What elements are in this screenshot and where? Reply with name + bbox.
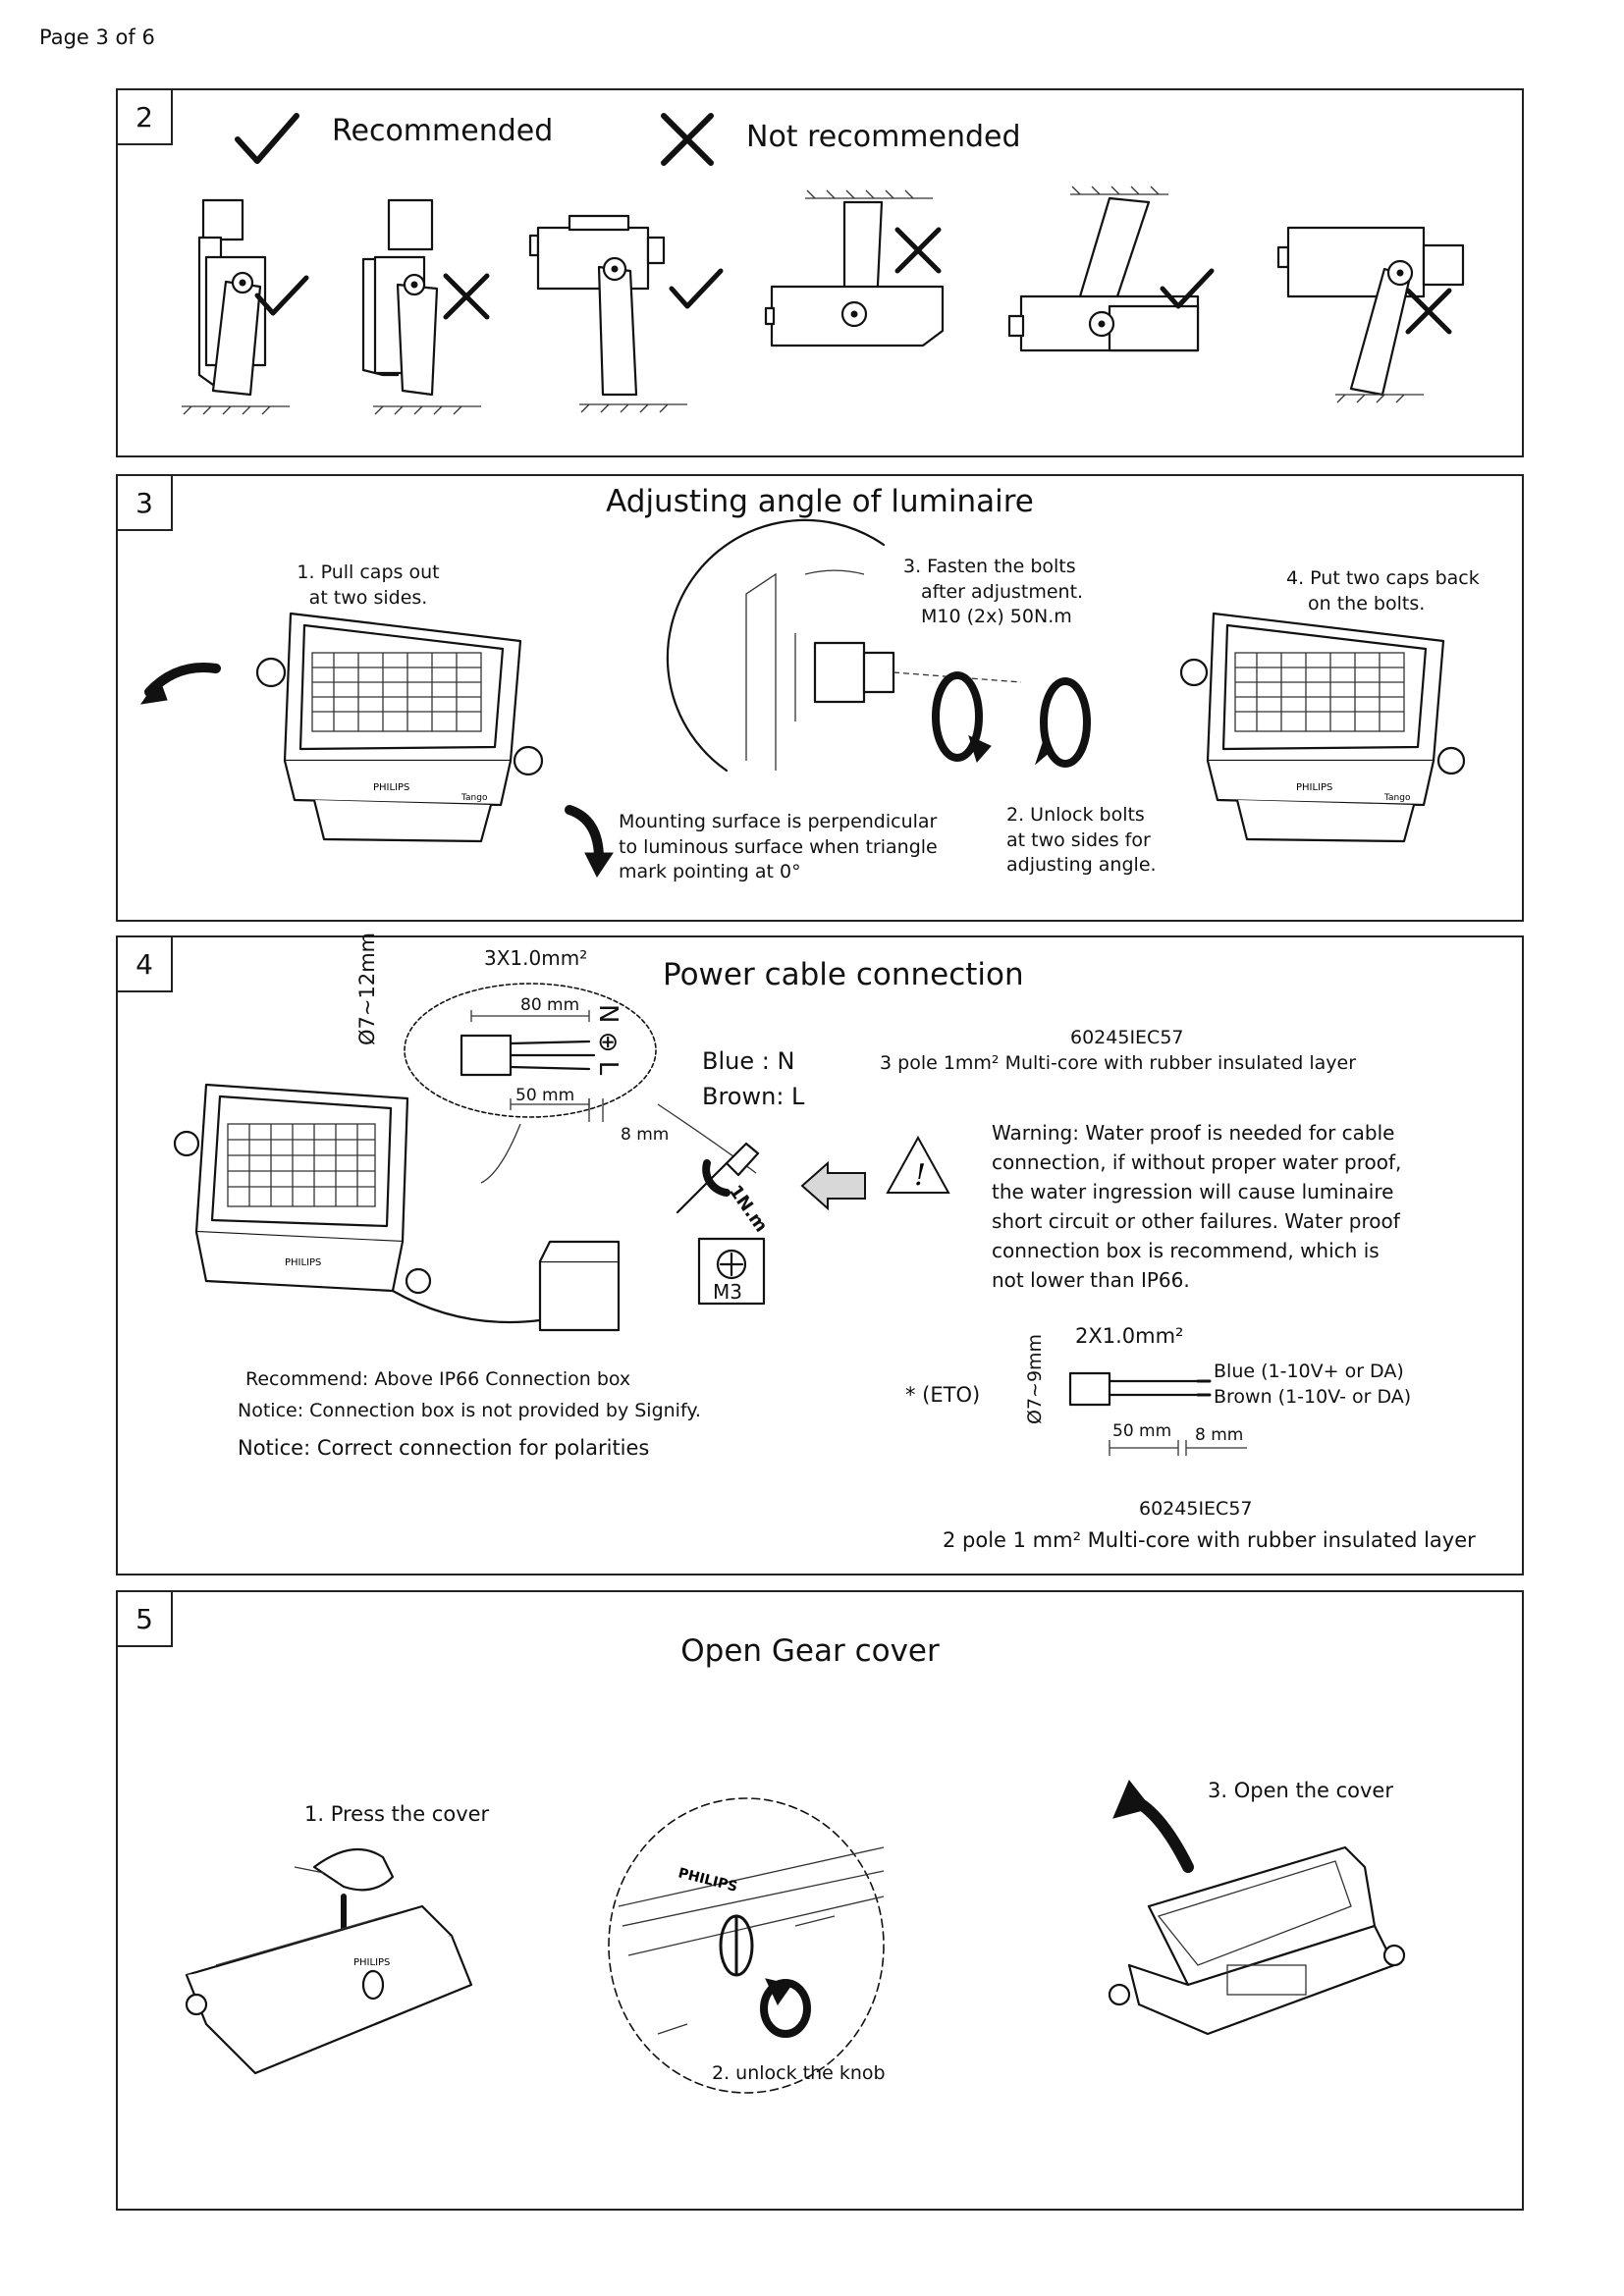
standard-1: 60245IEC57 bbox=[1070, 1027, 1184, 1048]
standard-2: 60245IEC57 bbox=[1139, 1498, 1253, 1520]
cable-diameter: Ø7~12mm bbox=[355, 932, 379, 1045]
press-cover-figure: PHILIPS bbox=[185, 1847, 473, 2075]
warning-icon: ! bbox=[886, 1135, 950, 1194]
section-title: Adjusting angle of luminaire bbox=[606, 484, 1034, 519]
screwdriver-icon bbox=[676, 1142, 760, 1214]
wall-mount-bracket-up-figure bbox=[361, 198, 481, 415]
bolt-detail-figure bbox=[666, 518, 1022, 773]
cross-icon bbox=[1405, 288, 1452, 335]
svg-text:PHILIPS: PHILIPS bbox=[285, 1257, 321, 1268]
step2-caption: 2. unlock the knob bbox=[712, 2062, 886, 2084]
cross-icon bbox=[443, 273, 490, 320]
terminal-letters: N ⊕ L bbox=[593, 1004, 623, 1076]
step1-caption: 1. Press the cover bbox=[304, 1802, 490, 1826]
panel-mounting-orientation: 2 Recommended Not recommended bbox=[116, 88, 1524, 457]
step-number: 3 bbox=[118, 476, 173, 531]
svg-text:PHILIPS: PHILIPS bbox=[373, 782, 409, 793]
dimension-80mm: 80 mm bbox=[520, 995, 580, 1015]
arrow-left-icon bbox=[800, 1160, 866, 1211]
led-grid bbox=[312, 653, 481, 731]
dali-cable-spec: 2X1.0mm² bbox=[1075, 1324, 1184, 1348]
check-icon bbox=[254, 275, 309, 316]
unlock-knob-detail-figure: PHILIPS bbox=[608, 1797, 885, 2094]
section-title: Power cable connection bbox=[663, 957, 1024, 992]
notice-signify: Notice: Connection box is not provided b… bbox=[238, 1400, 701, 1421]
check-icon bbox=[235, 113, 299, 164]
ground-mount-tilted-figure bbox=[1276, 226, 1465, 403]
notice-polarity: Notice: Correct connection for polaritie… bbox=[238, 1436, 650, 1460]
cross-icon bbox=[661, 113, 714, 166]
standard-1-description: 3 pole 1mm² Multi-core with rubber insul… bbox=[880, 1052, 1357, 1074]
page-number: Page 3 of 6 bbox=[39, 26, 155, 49]
dali-dimension-50mm: 50 mm bbox=[1112, 1421, 1172, 1441]
open-cover-figure bbox=[1108, 1780, 1406, 2036]
ceiling-mount-figure bbox=[764, 189, 945, 347]
svg-text:!: ! bbox=[914, 1158, 926, 1193]
brown-wire-label: Brown: L bbox=[702, 1083, 805, 1110]
step3-caption: 3. Fasten the bolts after adjustment. M1… bbox=[903, 556, 1084, 628]
standard-2-description: 2 pole 1 mm² Multi-core with rubber insu… bbox=[943, 1528, 1476, 1552]
ceiling-mount-figure bbox=[1007, 186, 1200, 352]
dali-dimension-8mm: 8 mm bbox=[1195, 1425, 1244, 1445]
cable-spec: 3X1.0mm² bbox=[484, 946, 588, 970]
svg-text:Tango: Tango bbox=[1383, 793, 1411, 803]
step-number: 4 bbox=[118, 937, 173, 992]
dali-blue-label: Blue (1-10V+ or DA) bbox=[1214, 1361, 1404, 1382]
rotate-arrows-icon bbox=[932, 671, 1091, 768]
svg-text:PHILIPS: PHILIPS bbox=[353, 1957, 390, 1968]
luminaire-connection-figure: PHILIPS bbox=[173, 1083, 621, 1332]
dimension-8mm: 8 mm bbox=[621, 1125, 670, 1145]
warning-text: Warning: Water proof is needed for cable… bbox=[992, 1121, 1402, 1292]
luminaire-left-figure: PHILIPS Tango bbox=[139, 612, 614, 878]
cross-icon bbox=[894, 227, 942, 274]
check-icon bbox=[1160, 268, 1215, 309]
panel-adjust-angle: 3 Adjusting angle of luminaire 1. Pull c… bbox=[116, 474, 1524, 922]
check-icon bbox=[669, 268, 724, 309]
dali-brown-label: Brown (1-10V- or DA) bbox=[1214, 1386, 1412, 1408]
panel-open-gear-cover: 5 Open Gear cover 1. Press the cover PHI… bbox=[116, 1590, 1524, 2211]
screw-size: M3 bbox=[713, 1280, 742, 1304]
recommend-note: Recommend: Above IP66 Connection box bbox=[245, 1368, 631, 1390]
panel-power-cable: 4 Power cable connection 3X1.0mm² 80 mm … bbox=[116, 932, 1524, 1575]
dali-cable-diameter: Ø7~9mm bbox=[1024, 1333, 1046, 1424]
step-number: 5 bbox=[118, 1592, 173, 1647]
not-recommended-label: Not recommended bbox=[746, 120, 1021, 154]
phillips-screw-icon bbox=[697, 1237, 766, 1306]
svg-text:Tango: Tango bbox=[460, 793, 488, 803]
luminaire-right-figure: PHILIPS Tango bbox=[1179, 612, 1466, 843]
wall-mount-bracket-down-figure bbox=[182, 198, 290, 415]
svg-text:PHILIPS: PHILIPS bbox=[1296, 782, 1332, 793]
recommended-label: Recommended bbox=[332, 114, 554, 148]
dali-cable-diagram bbox=[1068, 1371, 1247, 1456]
section-title: Open Gear cover bbox=[680, 1633, 940, 1669]
step4-caption: 4. Put two caps back on the bolts. bbox=[1286, 567, 1480, 614]
ground-mount-figure bbox=[528, 214, 687, 413]
dimension-50mm: 50 mm bbox=[515, 1086, 575, 1105]
step-number: 2 bbox=[118, 90, 173, 145]
step3-caption: 3. Open the cover bbox=[1208, 1779, 1393, 1802]
blue-wire-label: Blue : N bbox=[702, 1047, 795, 1075]
eto-label: * (ETO) bbox=[905, 1383, 981, 1407]
